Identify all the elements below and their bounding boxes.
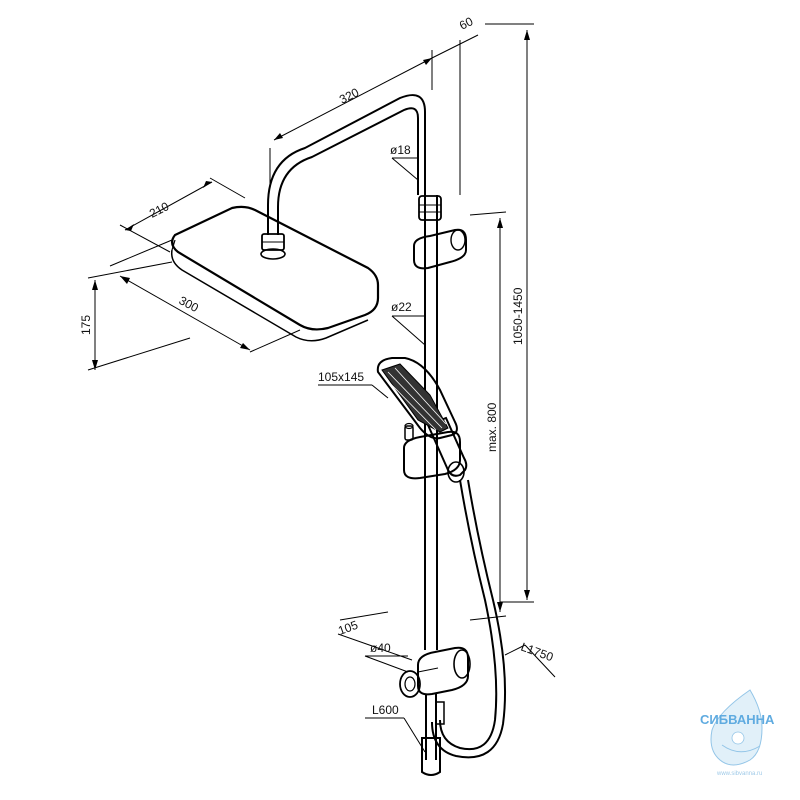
- dim-arm-length: 320: [337, 85, 361, 107]
- dim-slider-range: max. 800: [485, 402, 499, 452]
- dimension-arrows: [92, 30, 530, 612]
- logo-url: www.sibvanna.ru: [716, 771, 762, 777]
- dim-arm-diameter: ø18: [390, 143, 411, 157]
- overhead-arm: [267, 94, 426, 235]
- dimension-lines: [87, 23, 556, 753]
- logo-name: СИБВАННА: [700, 712, 775, 727]
- dim-adjust-range: 1050-1450: [511, 287, 525, 345]
- dim-hand-shower-size: 105x145: [318, 370, 364, 384]
- hand-shower: [376, 357, 468, 483]
- dim-lower-length: L600: [372, 703, 399, 717]
- thermostatic-mixer: [399, 646, 471, 776]
- dim-hose-length: L1750: [519, 640, 555, 665]
- rain-shower-head: [170, 205, 380, 342]
- dim-head-depth: 210: [147, 199, 171, 221]
- dim-head-width: 300: [177, 293, 202, 315]
- shower-hose: [431, 479, 506, 759]
- dim-head-height: 175: [79, 315, 93, 335]
- dim-mixer-offset: 105: [336, 618, 360, 638]
- dim-wall-offset: 60: [457, 14, 476, 33]
- sibvanna-logo: СИБВАННА www.sibvanna.ru: [700, 689, 775, 777]
- dim-bar-diameter: ø22: [391, 300, 412, 314]
- dim-mixer-diameter: ø40: [370, 641, 391, 655]
